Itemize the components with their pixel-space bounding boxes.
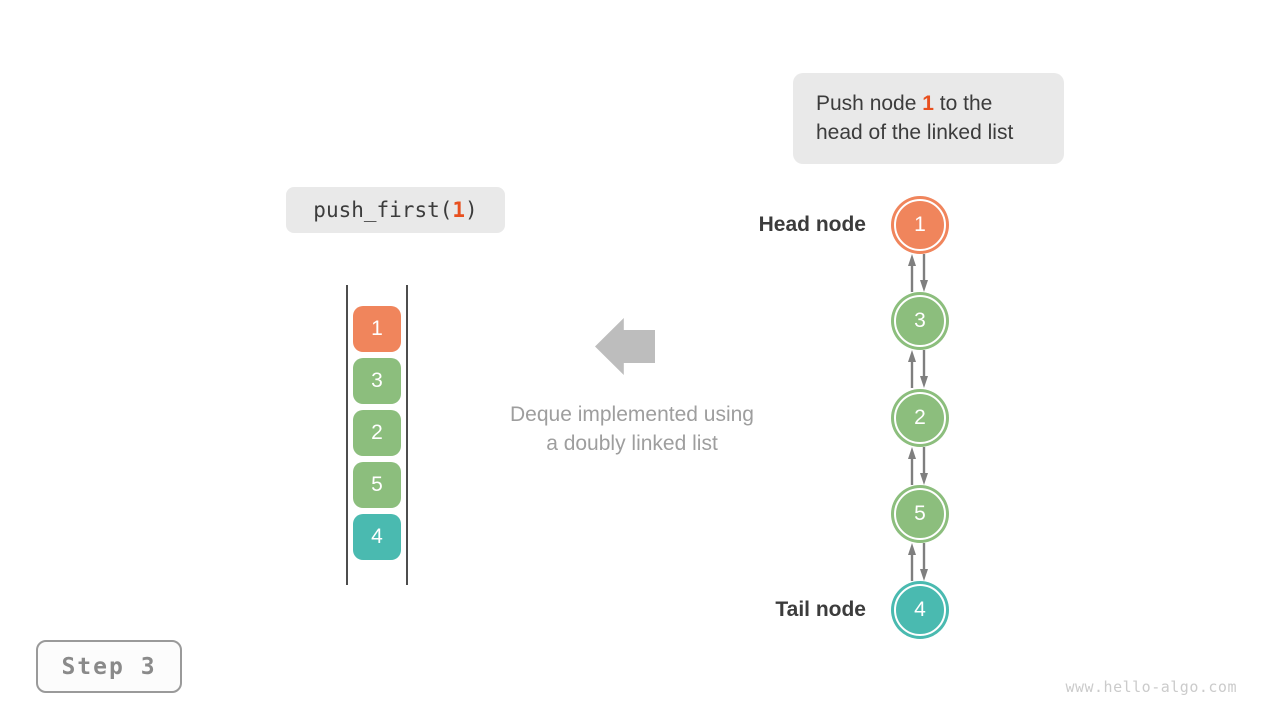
callout-text-prefix: Push node bbox=[816, 92, 923, 115]
stack-item-2: 2 bbox=[353, 410, 401, 456]
bidirectional-arrow-icon bbox=[908, 254, 928, 292]
caption-line2: a doubly linked list bbox=[546, 432, 718, 455]
deque-container: 1 3 2 5 4 bbox=[346, 285, 408, 585]
callout-text-line2: head of the linked list bbox=[816, 121, 1014, 144]
step-badge: Step 3 bbox=[36, 640, 182, 693]
callout-highlight: 1 bbox=[922, 92, 934, 115]
linked-list-node-4: 4 bbox=[894, 584, 946, 636]
left-block-arrow-icon bbox=[595, 318, 655, 375]
stack-item-4: 4 bbox=[353, 514, 401, 560]
code-label-push-first: push_first(1) bbox=[286, 187, 505, 233]
bidirectional-arrow-icon bbox=[908, 447, 928, 485]
deque-caption: Deque implemented using a doubly linked … bbox=[482, 400, 782, 458]
watermark: www.hello-algo.com bbox=[1065, 678, 1237, 696]
tail-node-label: Tail node bbox=[775, 598, 866, 621]
caption-line1: Deque implemented using bbox=[510, 403, 754, 426]
linked-list-node-1: 1 bbox=[894, 199, 946, 251]
stack-item-1: 1 bbox=[353, 306, 401, 352]
code-suffix: ) bbox=[465, 198, 478, 222]
code-arg: 1 bbox=[452, 198, 466, 222]
code-prefix: push_first( bbox=[313, 198, 453, 222]
stack-item-5: 5 bbox=[353, 462, 401, 508]
callout-box: Push node 1 to the head of the linked li… bbox=[793, 73, 1064, 164]
linked-list-node-3: 3 bbox=[894, 295, 946, 347]
bidirectional-arrow-icon bbox=[908, 350, 928, 388]
head-node-label: Head node bbox=[758, 213, 866, 236]
stack-item-3: 3 bbox=[353, 358, 401, 404]
bidirectional-arrow-icon bbox=[908, 543, 928, 581]
linked-list-node-5: 5 bbox=[894, 488, 946, 540]
linked-list: 1 3 2 5 4 bbox=[894, 0, 946, 720]
linked-list-node-2: 2 bbox=[894, 392, 946, 444]
callout-text-suffix: to the bbox=[933, 92, 993, 115]
